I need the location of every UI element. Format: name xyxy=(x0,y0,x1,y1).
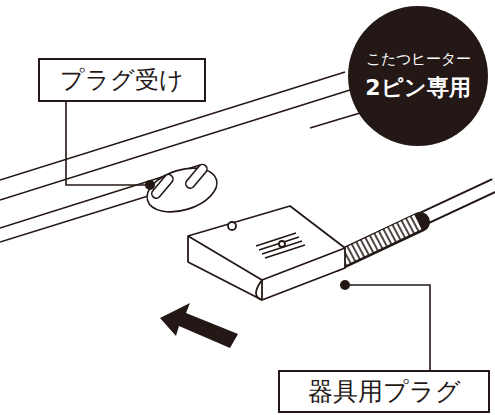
leader-line xyxy=(66,102,430,373)
label-text: プラグ受け xyxy=(60,64,184,96)
socket xyxy=(142,160,223,219)
label-text: こたつヒーター xyxy=(366,50,471,69)
label-box: 器具用プラグ xyxy=(278,370,490,413)
label-box: プラグ受け xyxy=(38,58,206,102)
cable xyxy=(330,185,495,262)
label-text: 2ピン専用 xyxy=(365,73,470,103)
label-text: 器具用プラグ xyxy=(308,375,461,408)
insert-arrow xyxy=(160,303,238,348)
badge-circle: こたつヒーター 2ピン専用 xyxy=(348,6,488,146)
appliance-plug xyxy=(188,206,345,300)
leader-dot xyxy=(340,280,350,290)
leader-dot xyxy=(145,180,155,190)
